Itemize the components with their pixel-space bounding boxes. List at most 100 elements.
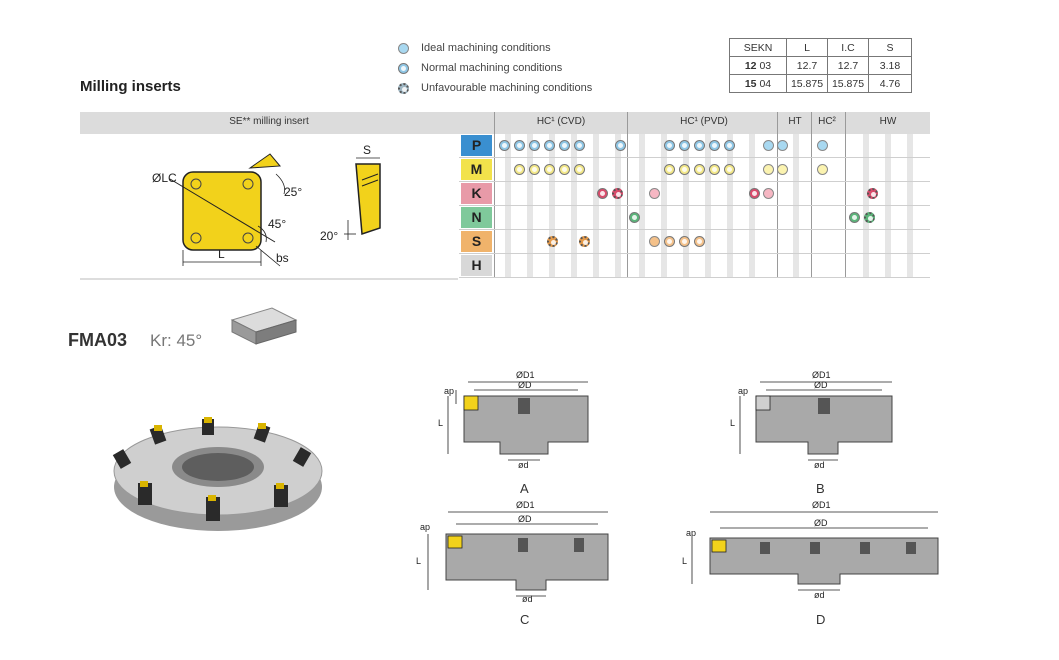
normal-circle-icon bbox=[544, 140, 555, 151]
grid-row-line bbox=[459, 277, 930, 278]
grid-row-line bbox=[459, 253, 930, 254]
insert-top-view bbox=[182, 171, 262, 251]
legend-row-ideal: Ideal machining conditions bbox=[398, 38, 592, 58]
normal-circle-icon bbox=[709, 140, 720, 151]
dim-bore-label: ød bbox=[814, 590, 825, 600]
unfavourable-circle-icon bbox=[864, 212, 875, 223]
unfavourable-circle-icon bbox=[547, 236, 558, 247]
material-row-m: M bbox=[461, 159, 492, 180]
cutter-outline bbox=[739, 381, 893, 461]
grid-row-line bbox=[459, 157, 930, 158]
dim-ap-label: ap bbox=[420, 522, 431, 532]
cutter-drawing-a: ØD1 ØD ap L ød A bbox=[428, 368, 608, 508]
normal-circle-icon bbox=[664, 164, 675, 175]
material-code: S bbox=[471, 233, 482, 249]
grid-stripe bbox=[549, 134, 555, 278]
header-hw: HW bbox=[879, 116, 897, 127]
ideal-circle-icon bbox=[817, 140, 828, 151]
normal-circle-icon bbox=[679, 140, 690, 151]
insert-header-band bbox=[80, 112, 930, 134]
fma-kr-angle: Kr: 45° bbox=[150, 331, 203, 350]
dim-d-label: ØD bbox=[814, 380, 828, 390]
length-label: L bbox=[218, 247, 225, 261]
dim-ap-label: ap bbox=[444, 386, 455, 396]
cutter-photo bbox=[112, 417, 323, 531]
material-row-h: H bbox=[461, 255, 492, 276]
insert-band-label: SE** milling insert bbox=[229, 116, 309, 127]
grid-divider bbox=[845, 112, 846, 278]
unfavourable-circle-icon bbox=[579, 236, 590, 247]
dim-d1-label: ØD1 bbox=[516, 370, 535, 380]
material-code: K bbox=[471, 185, 482, 201]
ideal-circle-icon bbox=[777, 164, 788, 175]
ideal-circle-icon bbox=[398, 42, 409, 54]
table-cell-code: 15 04 bbox=[729, 74, 787, 93]
table-header-cell: S bbox=[868, 38, 912, 57]
header-ht: HT bbox=[788, 116, 802, 127]
table-cell: 3.18 bbox=[868, 56, 912, 75]
grid-stripe bbox=[749, 134, 755, 278]
unfavourable-circle-icon bbox=[867, 188, 878, 199]
cutter-drawing-b: ØD1 ØD ap L ød B bbox=[726, 368, 906, 508]
normal-circle-icon bbox=[514, 140, 525, 151]
angle-20-label: 20° bbox=[320, 229, 338, 243]
grid-divider bbox=[811, 112, 812, 278]
table-cell: 12.7 bbox=[827, 56, 869, 75]
legend-label: Ideal machining conditions bbox=[421, 42, 551, 54]
grid-stripe bbox=[593, 134, 599, 278]
dim-d-label: ØD bbox=[518, 514, 532, 524]
normal-circle-icon bbox=[615, 140, 626, 151]
normal-circle-icon bbox=[694, 236, 705, 247]
legend-row-unfavourable: Unfavourable machining conditions bbox=[398, 78, 592, 98]
grid-stripe bbox=[705, 134, 711, 278]
legend-row-normal: Normal machining conditions bbox=[398, 58, 592, 78]
normal-circle-icon bbox=[597, 188, 608, 199]
ideal-circle-icon bbox=[763, 164, 774, 175]
table-cell: 15.875 bbox=[786, 74, 828, 93]
normal-circle-icon bbox=[679, 164, 690, 175]
table-header-cell: I.C bbox=[827, 38, 869, 57]
ideal-circle-icon bbox=[777, 140, 788, 151]
header-hc-pvd: HC¹ (PVD) bbox=[680, 116, 728, 127]
dim-d1-label: ØD1 bbox=[812, 500, 831, 510]
grid-stripe bbox=[863, 134, 869, 278]
normal-circle-icon bbox=[559, 140, 570, 151]
table-row: 12 03 12.7 12.7 3.18 bbox=[729, 56, 912, 75]
normal-circle-icon bbox=[514, 164, 525, 175]
dim-l-label: L bbox=[682, 556, 688, 566]
dim-ap-label: ap bbox=[686, 528, 697, 538]
grid-stripe bbox=[683, 134, 689, 278]
grid-stripe bbox=[793, 134, 799, 278]
sekn-dimension-table: SEKN L I.C S 12 03 12.7 12.7 3.18 15 04 … bbox=[729, 38, 912, 93]
normal-circle-icon bbox=[544, 164, 555, 175]
normal-circle-icon bbox=[398, 62, 409, 74]
dim-d1-label: ØD1 bbox=[812, 370, 831, 380]
normal-circle-icon bbox=[664, 140, 675, 151]
table-cell: 12.7 bbox=[786, 56, 828, 75]
dim-bore-label: ød bbox=[814, 460, 825, 470]
cutter-outline bbox=[691, 511, 939, 591]
cutter-label: B bbox=[816, 481, 825, 496]
grid-stripe bbox=[571, 134, 577, 278]
insert-3d-icon bbox=[230, 307, 298, 345]
table-header-row: SEKN L I.C S bbox=[729, 38, 912, 57]
dim-l-label: L bbox=[730, 418, 736, 428]
normal-circle-icon bbox=[749, 188, 760, 199]
bs-label: bs bbox=[276, 251, 289, 265]
legend-label: Unfavourable machining conditions bbox=[421, 82, 593, 94]
material-row-n: N bbox=[461, 207, 492, 228]
grid-stripe bbox=[885, 134, 891, 278]
material-row-s: S bbox=[461, 231, 492, 252]
material-code: P bbox=[471, 137, 482, 153]
normal-circle-icon bbox=[574, 140, 585, 151]
normal-circle-icon bbox=[529, 164, 540, 175]
cutter-label: D bbox=[816, 612, 826, 627]
legend-label: Normal machining conditions bbox=[421, 62, 563, 74]
normal-circle-icon bbox=[559, 164, 570, 175]
ideal-circle-icon bbox=[817, 164, 828, 175]
header-hc2: HC² bbox=[818, 116, 836, 127]
normal-circle-icon bbox=[849, 212, 860, 223]
code-thickness: 04 bbox=[759, 77, 772, 90]
dim-l-label: L bbox=[416, 556, 422, 566]
cutter-drawing-d: ØD1 ØD ap L ød D bbox=[680, 500, 950, 632]
